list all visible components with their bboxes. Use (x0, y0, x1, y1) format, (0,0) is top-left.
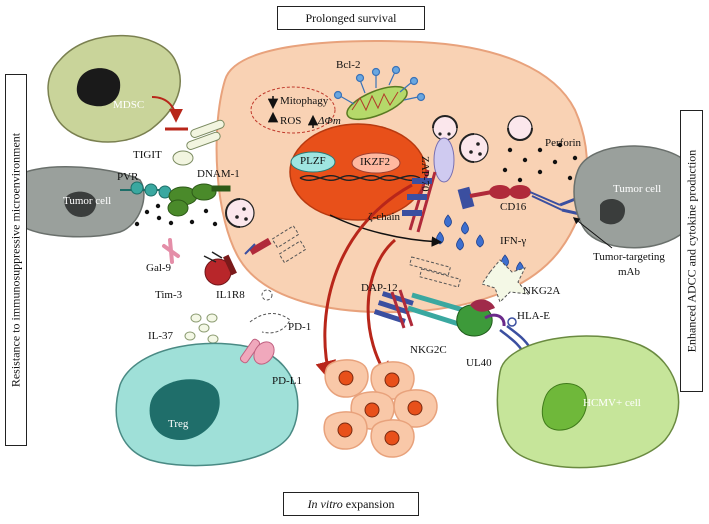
tigit-label: TIGIT (133, 149, 162, 161)
plzf-oval (290, 151, 336, 173)
ros-label: ROS (280, 115, 302, 127)
zeta-chain (402, 169, 437, 233)
adcc-text: Enhanced ADCC and cytokine production (684, 149, 698, 353)
hla-e-label: HLA-E (517, 310, 550, 322)
adcc-box: Enhanced ADCC and cytokine production (680, 110, 703, 392)
ikzf2-label: IKZF2 (360, 156, 390, 168)
hcmv-cell-label: HCMV+ cell (583, 397, 641, 409)
nkg2a-label: NKG2A (523, 285, 561, 297)
prolonged-survival-text: Prolonged survival (305, 10, 397, 25)
pdl1-label: PD-L1 (272, 375, 302, 387)
ifn-gamma-label: IFN-γ (500, 235, 527, 247)
perforin-label: Perforin (545, 137, 582, 149)
plzf-label: PLZF (300, 155, 326, 167)
treg-label: Treg (168, 418, 189, 430)
pvr-label: PVR (117, 171, 139, 183)
resistance-box: Resistance to immunosuppressive microenv… (5, 74, 27, 446)
nkg2a-receptor (409, 256, 530, 303)
granule-left (225, 198, 255, 228)
zap70-label: ZAP-70 (419, 156, 431, 192)
zap70-granule (432, 115, 458, 183)
tigit-receptor (172, 119, 225, 166)
pdl1-ligand (239, 338, 275, 365)
tumor-cell-right-label: Tumor cell (613, 183, 662, 195)
treg-nucleus (149, 379, 220, 440)
mdsc-label: MDSC (113, 99, 145, 111)
zeta-chain-label: ζ-chain (368, 211, 401, 223)
resistance-text: Resistance to immunosuppressive microenv… (8, 132, 23, 388)
in-vitro-expansion-box: In vitro expansion (283, 492, 419, 516)
hcmv-nucleus (541, 383, 588, 431)
nkg2c-label: NKG2C (410, 344, 447, 356)
gal9-ligand (162, 238, 180, 264)
dap12-label: DAP-12 (361, 282, 398, 294)
tim3-label: Tim-3 (155, 289, 183, 301)
mitophagy-region (250, 86, 336, 134)
tumor-targeting-label-1: Tumor-targeting (593, 251, 665, 263)
tumor-targeting-label-2: mAb (618, 266, 640, 278)
dnam1-label: DNAM-1 (197, 168, 240, 180)
ikzf2-oval (351, 152, 401, 174)
dnam1-receptor (167, 183, 231, 217)
tumor-left-nucleus (64, 191, 97, 217)
mitophagy-label: Mitophagy (280, 95, 329, 107)
il37-label: IL-37 (148, 330, 174, 342)
delta-phi-label: ΔΦm (318, 115, 341, 127)
perforin-dots-left (134, 203, 218, 227)
granule-top (507, 115, 533, 141)
expansion-arrow-outer (315, 183, 413, 383)
bcl2-label: Bcl-2 (336, 59, 361, 71)
il1r8-receptor (244, 237, 272, 255)
cd16-receptor (457, 185, 563, 211)
prolonged-survival-box: Prolonged survival (277, 6, 425, 30)
il1r8-label: IL1R8 (216, 289, 245, 301)
gal9-label: Gal-9 (146, 262, 172, 274)
bcl2-lollipops (333, 65, 426, 105)
tumor-cell-left-label: Tumor cell (63, 195, 112, 207)
in-vitro-expansion-text: In vitro expansion (307, 496, 395, 511)
tumor-right-nucleus (600, 198, 625, 225)
cd16-label: CD16 (500, 201, 527, 213)
mitochondrion (346, 85, 408, 121)
mdsc-nucleus (76, 68, 121, 107)
tim3-receptor (203, 251, 237, 286)
ul40-label: UL40 (466, 357, 492, 369)
il37-molecules (184, 313, 219, 344)
pd1-label: PD-1 (288, 321, 312, 333)
hcmv-cell (496, 335, 680, 469)
granule-right (459, 133, 489, 163)
nkg2c-receptor (407, 292, 495, 337)
perforin-dots-right (502, 142, 593, 183)
expanded-nk-cells (323, 359, 438, 458)
dap12-adaptor (373, 289, 414, 329)
